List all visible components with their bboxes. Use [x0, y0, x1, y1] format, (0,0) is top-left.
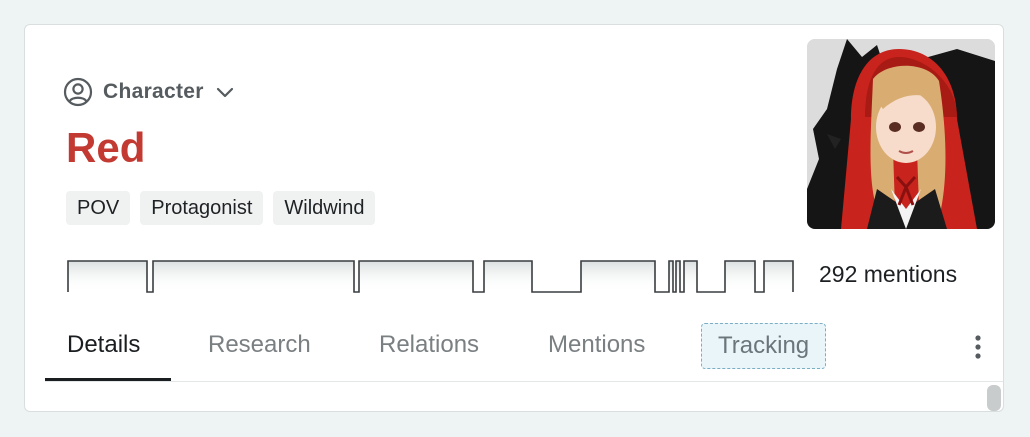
tab-bar: Details Research Relations Mentions Trac…: [45, 311, 985, 381]
tab-relations[interactable]: Relations: [379, 331, 480, 358]
timeline-line: [67, 260, 794, 293]
tag-wildwind[interactable]: Wildwind: [273, 191, 376, 225]
tab-mentions[interactable]: Mentions: [548, 331, 646, 358]
character-avatar[interactable]: [807, 39, 995, 229]
tab-details[interactable]: Details: [67, 331, 141, 358]
tab-divider: [45, 381, 1003, 382]
tab-research[interactable]: Research: [208, 331, 311, 358]
scrollbar-thumb[interactable]: [987, 385, 1001, 411]
tag-list: POV Protagonist Wildwind: [66, 191, 376, 225]
tag-protagonist[interactable]: Protagonist: [140, 191, 264, 225]
more-options-button[interactable]: [964, 333, 992, 361]
entity-type-selector[interactable]: Character: [63, 77, 236, 107]
tab-tracking[interactable]: Tracking: [701, 323, 827, 369]
user-circle-icon: [63, 77, 93, 107]
entity-type-label: Character: [103, 80, 204, 103]
timeline-fill: [68, 261, 793, 292]
tag-pov[interactable]: POV: [66, 191, 131, 225]
mentions-count: 292 mentions: [819, 261, 958, 287]
character-portrait: [807, 39, 995, 229]
more-vertical-icon: [975, 335, 981, 359]
entity-name: Red: [66, 124, 146, 171]
active-tab-indicator: [45, 378, 171, 381]
mentions-timeline[interactable]: [67, 257, 797, 297]
chevron-down-icon: [216, 87, 233, 98]
entity-card: Character Red POV Protagonist Wildwind: [24, 24, 1004, 412]
